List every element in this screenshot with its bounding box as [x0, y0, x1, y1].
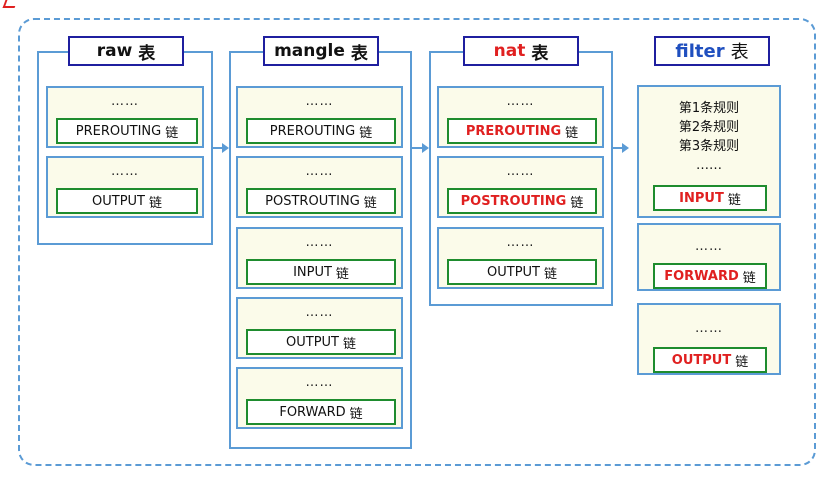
chain-suffix: 链 [148, 195, 162, 211]
arrow-nat-to-filter [613, 143, 629, 153]
chain-label: POSTROUTING 链 [246, 188, 396, 214]
chain-suffix: 链 [165, 125, 179, 141]
chain-label: PREROUTING 链 [447, 118, 597, 144]
filter-chain-input: 第1条规则 第2条规则 第3条规则 …… INPUT 链 [637, 85, 781, 218]
ellipsis: …… [111, 94, 139, 109]
mangle-chain-input: …… INPUT 链 [236, 227, 403, 289]
chain-label: PREROUTING 链 [56, 118, 198, 144]
mangle-chain-prerouting: …… PREROUTING 链 [236, 86, 403, 148]
chain-suffix: 链 [570, 195, 584, 211]
chain-name: INPUT [293, 264, 332, 280]
chain-suffix: 链 [735, 354, 749, 370]
chain-name: PREROUTING [465, 123, 562, 139]
chain-suffix: 链 [359, 125, 373, 141]
chain-label: FORWARD 链 [653, 263, 767, 289]
chain-suffix: 链 [727, 192, 741, 208]
chain-name: PREROUTING [269, 123, 356, 139]
filter-chain-output: …… OUTPUT 链 [637, 303, 781, 375]
chain-name: POSTROUTING [460, 193, 567, 209]
chain-name: POSTROUTING [265, 193, 360, 209]
chain-name: INPUT [679, 190, 724, 206]
nat-table-title: nat 表 [463, 36, 579, 66]
arrow-mangle-to-nat [412, 143, 429, 153]
table-name: filter [675, 40, 725, 62]
rule-list: 第1条规则 第2条规则 第3条规则 …… [639, 99, 779, 175]
ellipsis: …… [506, 164, 535, 179]
mangle-chain-output: …… OUTPUT 链 [236, 297, 403, 359]
rule-1: 第1条规则 [678, 101, 740, 116]
table-name: mangle [274, 41, 345, 61]
chain-label: OUTPUT 链 [447, 259, 597, 285]
corner-mark [2, 0, 18, 8]
ellipsis: …… [305, 375, 334, 390]
ellipsis: …… [305, 164, 334, 179]
raw-table-title: raw 表 [68, 36, 184, 66]
chain-name: PREROUTING [75, 123, 162, 139]
table-name: nat [493, 41, 526, 61]
chain-label: INPUT 链 [653, 185, 767, 211]
diagram-frame [18, 18, 816, 466]
chain-suffix: 链 [349, 406, 363, 422]
chain-label: FORWARD 链 [246, 399, 396, 425]
raw-chain-output: …… OUTPUT 链 [46, 156, 204, 218]
filter-chain-forward: …… FORWARD 链 [637, 223, 781, 291]
table-name: raw [96, 41, 133, 61]
table-suffix: 表 [350, 43, 368, 64]
nat-chain-postrouting: …… POSTROUTING 链 [437, 156, 604, 218]
mangle-table-title: mangle 表 [263, 36, 379, 66]
chain-label: OUTPUT 链 [653, 347, 767, 373]
chain-name: OUTPUT [487, 264, 540, 280]
mangle-chain-forward: …… FORWARD 链 [236, 367, 403, 429]
rule-ellipsis: …… [696, 158, 722, 173]
chain-suffix: 链 [342, 336, 356, 352]
rule-2: 第2条规则 [678, 120, 740, 135]
chain-label: OUTPUT 链 [56, 188, 198, 214]
chain-suffix: 链 [543, 266, 557, 282]
ellipsis: …… [305, 305, 334, 320]
nat-chain-output: …… OUTPUT 链 [437, 227, 604, 289]
filter-table-title: filter 表 [654, 36, 770, 66]
mangle-chain-postrouting: …… POSTROUTING 链 [236, 156, 403, 218]
chain-label: OUTPUT 链 [246, 329, 396, 355]
table-suffix: 表 [531, 43, 549, 64]
chain-name: FORWARD [664, 268, 739, 284]
ellipsis: …… [506, 94, 535, 109]
rule-3: 第3条规则 [678, 139, 740, 154]
chain-name: OUTPUT [92, 193, 145, 209]
ellipsis: …… [305, 235, 334, 250]
chain-suffix: 链 [565, 125, 579, 141]
ellipsis: …… [111, 164, 139, 179]
chain-label: INPUT 链 [246, 259, 396, 285]
chain-name: OUTPUT [286, 334, 339, 350]
ellipsis: …… [695, 239, 723, 254]
arrow-raw-to-mangle [213, 143, 229, 153]
nat-chain-prerouting: …… PREROUTING 链 [437, 86, 604, 148]
raw-chain-prerouting: …… PREROUTING 链 [46, 86, 204, 148]
ellipsis: …… [305, 94, 334, 109]
chain-name: OUTPUT [671, 352, 732, 368]
ellipsis: …… [695, 321, 723, 336]
chain-label: POSTROUTING 链 [447, 188, 597, 214]
ellipsis: …… [506, 235, 535, 250]
table-suffix: 表 [138, 43, 156, 64]
table-suffix: 表 [730, 42, 749, 63]
chain-name: FORWARD [279, 404, 346, 420]
chain-suffix: 链 [335, 266, 349, 282]
chain-suffix: 链 [363, 195, 377, 211]
chain-suffix: 链 [742, 270, 756, 286]
chain-label: PREROUTING 链 [246, 118, 396, 144]
